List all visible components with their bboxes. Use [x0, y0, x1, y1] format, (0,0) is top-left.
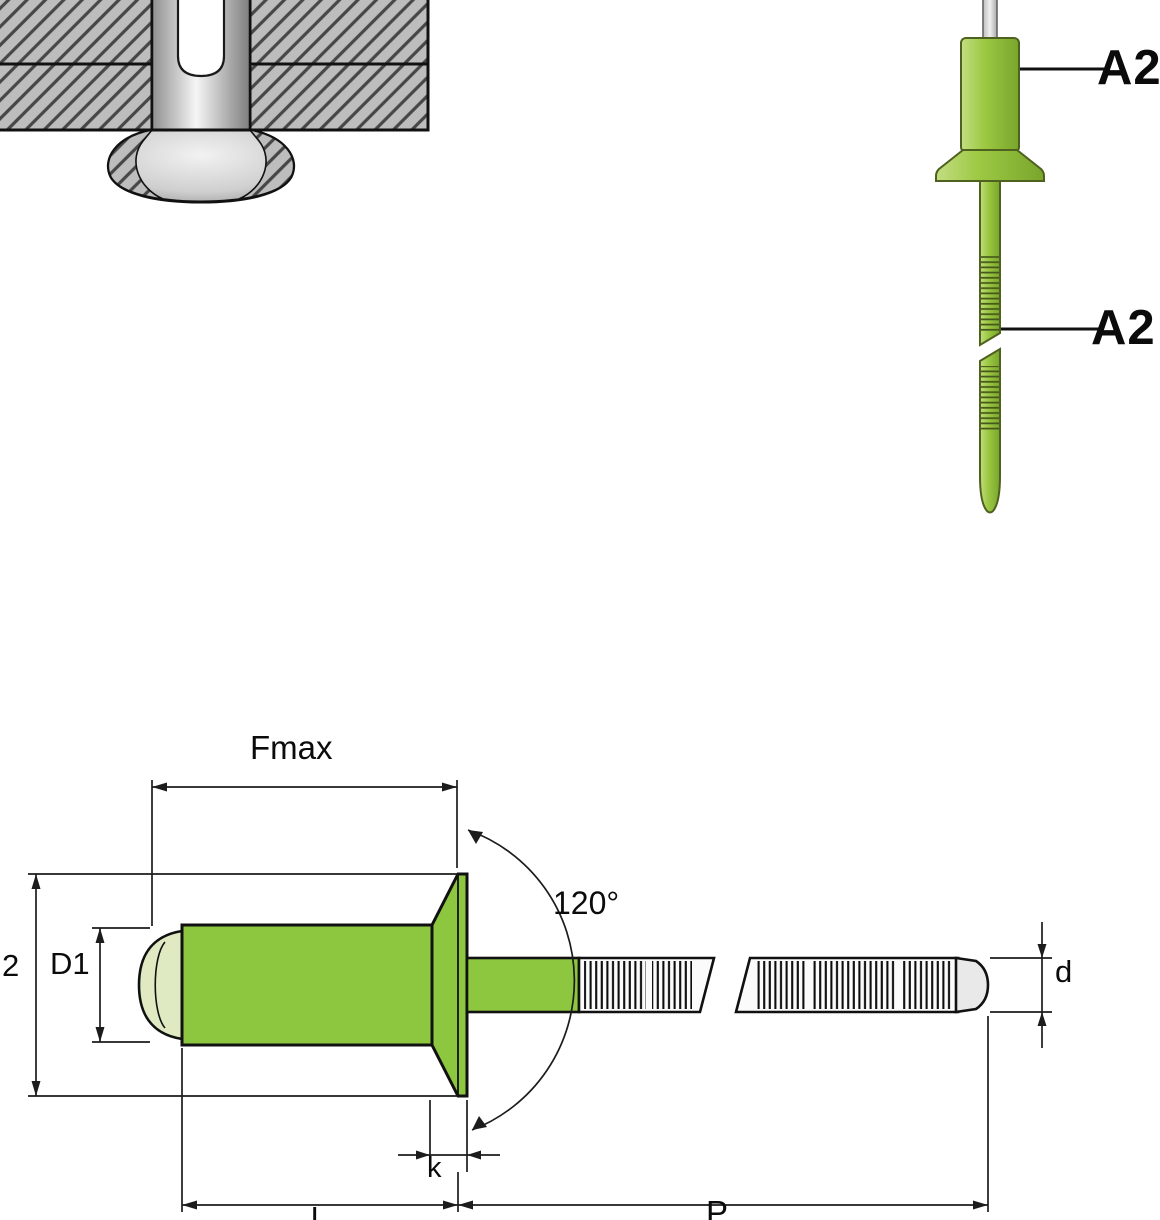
blind-head-hatch-right: [238, 128, 295, 200]
installed-rivet-cross-section: [0, 0, 430, 204]
label-material-bottom: A2: [1091, 301, 1156, 355]
mandrel-pin-top: [982, 0, 998, 41]
dimension-lines: [28, 780, 1052, 1212]
rivet-profile: [137, 872, 990, 1098]
angle-arc: [467, 829, 576, 1131]
technical-dimension-drawing: [28, 780, 1052, 1212]
rivet-flange: [935, 149, 1045, 182]
mandrel-threads-upper: [981, 256, 999, 332]
label-d1: D1: [50, 946, 90, 981]
mandrel-bore: [176, 0, 226, 78]
rivet-sleeve-section: [106, 0, 296, 204]
blind-head-hatch-left: [107, 128, 164, 200]
label-material-top: A2: [1097, 41, 1160, 95]
rivet-body-profile: [180, 923, 434, 1047]
rivet-head-profile: [430, 872, 469, 1098]
rivet-product-illustration: [935, 0, 1110, 514]
mandrel-tip: [954, 956, 990, 1014]
label-fmax: Fmax: [250, 729, 333, 766]
label-head-angle: 120°: [553, 885, 620, 921]
label-p-partial: P: [706, 1194, 729, 1220]
mandrel-head-arc: [154, 941, 166, 1029]
thread-gap: [806, 961, 812, 1009]
label-l-partial: l: [311, 1201, 319, 1220]
dimension-arrows: [31, 782, 1047, 1210]
clamped-plates: [0, 0, 430, 132]
mandrel-threads-lower: [981, 366, 999, 432]
rivet-body: [960, 37, 1020, 153]
label-k: k: [427, 1152, 442, 1184]
mandrel-head-profile: [137, 929, 184, 1041]
thread-gap: [896, 961, 902, 1009]
label-d: d: [1055, 954, 1073, 989]
mandrel-stem-smooth: [465, 956, 581, 1014]
label-d2-partial: 2: [2, 948, 20, 983]
thread-gap: [646, 961, 652, 1009]
